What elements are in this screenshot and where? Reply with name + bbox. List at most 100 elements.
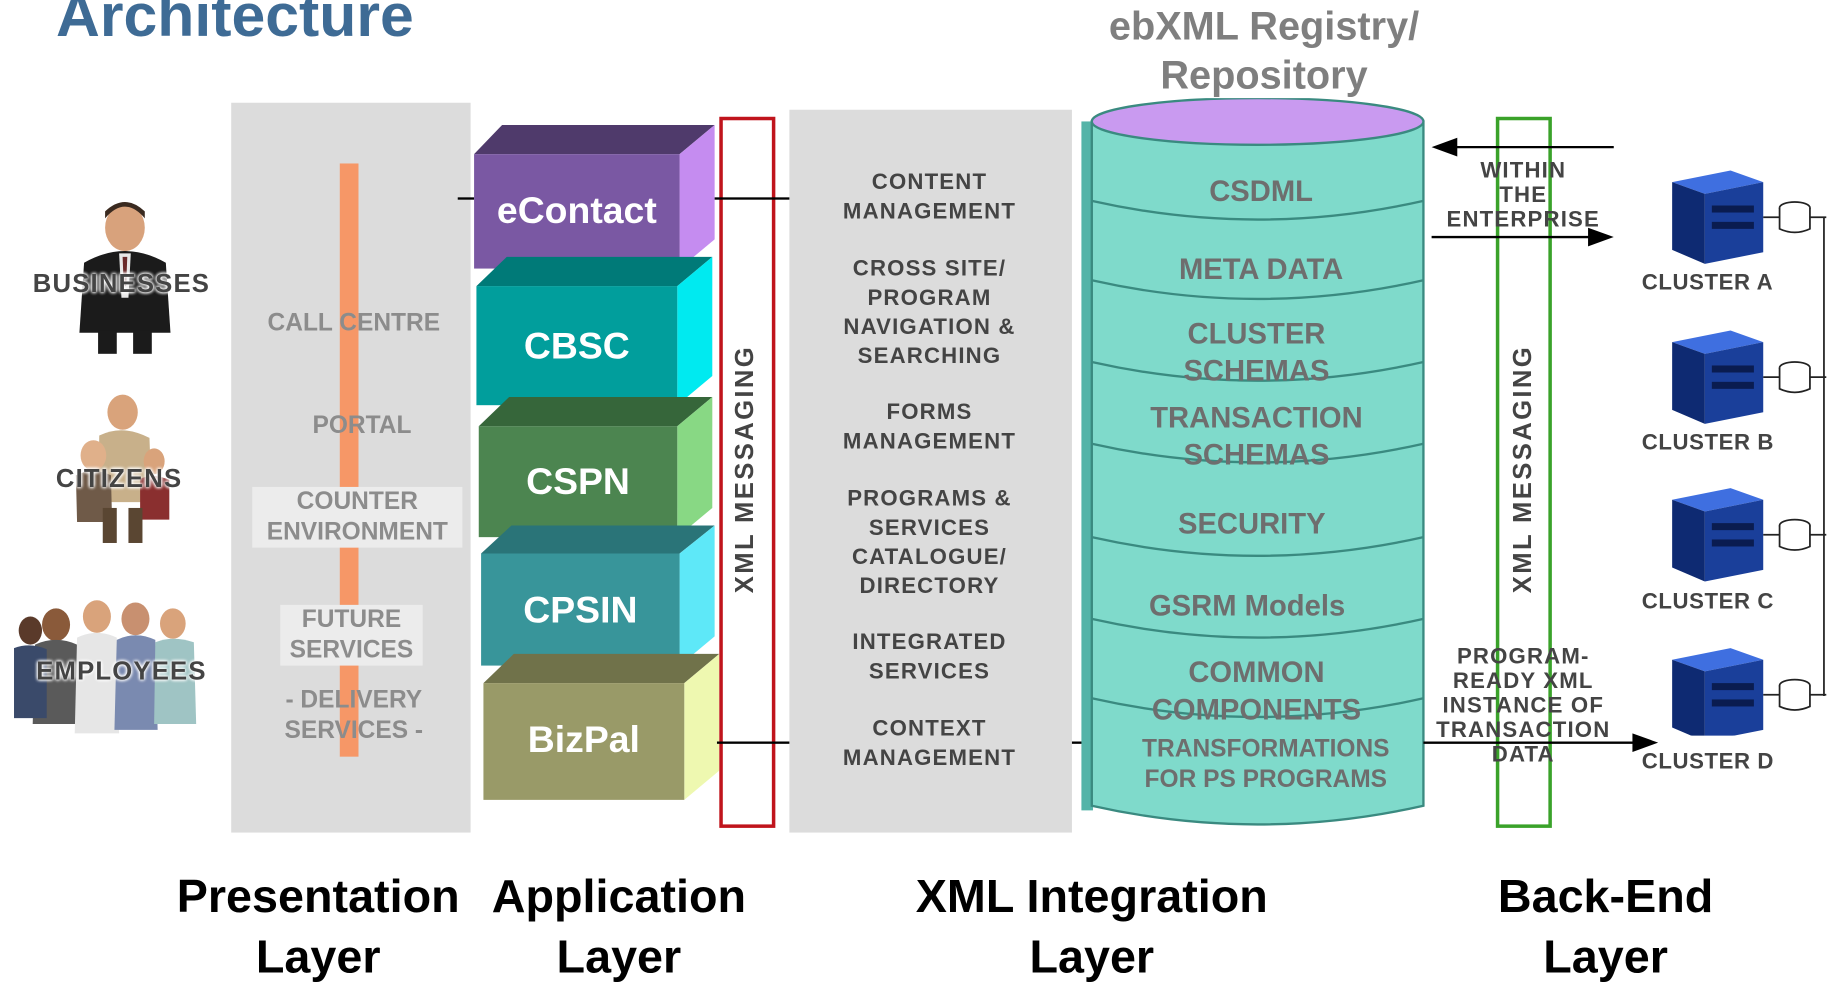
registry-title: ebXML Registry/ Repository (1108, 4, 1420, 99)
page-title: Architecture (56, 0, 414, 51)
businessman-figure (79, 202, 171, 354)
cluster-schemas-section: CLUSTER SCHEMAS (1093, 315, 1420, 390)
cluster-schemas-line1: CLUSTER (1187, 317, 1326, 351)
services-line: SERVICES (289, 636, 414, 664)
transaction-schemas-section: TRANSACTION SCHEMAS (1093, 399, 1420, 474)
transformations-line2: FOR PS PROGRAMS (1144, 766, 1388, 793)
application-layer-label: Application Layer (479, 866, 759, 987)
common-components-line2: COMPONENTS (1151, 693, 1362, 727)
programs-line2: SERVICES (868, 516, 991, 541)
integrated-line1: INTEGRATED (852, 630, 1007, 656)
channel-bar (339, 163, 359, 757)
future-line: FUTURE (301, 606, 402, 633)
security-section: SECURITY (1088, 506, 1415, 543)
programs-line4: DIRECTORY (859, 574, 1000, 600)
xml-messaging-label-left: XML MESSAGING (729, 344, 760, 594)
within-enterprise-note: WITHIN THE ENTERPRISE (1427, 159, 1620, 233)
forms-management-item: FORMS MANAGEMENT (789, 398, 1069, 456)
program-line2: READY XML (1452, 669, 1594, 694)
content-management-line2: MANAGEMENT (842, 199, 1017, 225)
cbsc-block: CBSC (523, 324, 630, 367)
presentation-layer-line2: Layer (255, 931, 381, 984)
content-management-item: CONTENT MANAGEMENT (789, 168, 1069, 226)
cross-site-item: CROSS SITE/ PROGRAM NAVIGATION & SEARCHI… (789, 255, 1069, 372)
counter-environment-label: COUNTER ENVIRONMENT (252, 486, 463, 548)
transaction-schemas-line1: TRANSACTION (1150, 401, 1363, 435)
program-ready-note: PROGRAM- READY XML INSTANCE OF TRANSACTI… (1415, 645, 1631, 768)
connector-presentation (457, 197, 475, 200)
context-line2: MANAGEMENT (842, 746, 1017, 771)
cross-site-line2: PROGRAM (867, 286, 992, 311)
gsrm-models-label: GSRM Models (1148, 589, 1346, 623)
cross-site-line4: SEARCHING (857, 344, 1002, 369)
integrated-line2: SERVICES (868, 659, 991, 685)
portal-label: PORTAL (312, 412, 412, 440)
cluster-a-label: CLUSTER A (1641, 270, 1774, 296)
within-line3: ENTERPRISE (1446, 207, 1600, 233)
call-centre-label: CALL CENTRE (267, 309, 441, 337)
employees-label: EMPLOYEES (36, 656, 207, 686)
programs-line3: CATALOGUE/ (851, 545, 1008, 570)
environment-line: ENVIRONMENT (266, 518, 448, 546)
cross-site-line3: NAVIGATION & (843, 315, 1016, 340)
delivery-services-label: - DELIVERY SERVICES - (255, 685, 454, 746)
delivery-line: - DELIVERY (285, 686, 423, 714)
security-label: SECURITY (1177, 507, 1326, 541)
backend-arrows (1423, 137, 1659, 752)
connector-econtact-xml (714, 197, 797, 200)
common-components-section: COMMON COMPONENTS (1093, 654, 1420, 729)
xml-messaging-bar-right (1495, 116, 1552, 828)
bizpal-block: BizPal (527, 718, 640, 761)
program-line1: PROGRAM- (1456, 644, 1590, 670)
cspn-block: CSPN (526, 460, 630, 503)
cross-site-line1: CROSS SITE/ (852, 256, 1007, 282)
back-end-layer-label: Back-End Layer (1483, 866, 1728, 987)
server-cluster-graphics (1671, 169, 1828, 736)
forms-line1: FORMS (886, 400, 973, 426)
cpsin-block: CPSIN (523, 588, 638, 631)
application-blocks (474, 124, 720, 800)
application-layer-line2: Layer (556, 931, 682, 984)
cluster-c-label: CLUSTER C (1641, 589, 1775, 615)
integrated-services-item: INTEGRATED SERVICES (789, 628, 1069, 686)
xml-integration-layer-line1: XML Integration (915, 871, 1268, 923)
econtact-block: eContact (496, 189, 657, 232)
program-line4: TRANSACTION (1436, 718, 1611, 743)
employees-figure (14, 600, 197, 734)
common-components-line1: COMMON (1188, 656, 1325, 689)
future-services-label: FUTURE SERVICES (280, 604, 423, 666)
context-line1: CONTEXT (872, 716, 987, 742)
xml-integration-panel (789, 109, 1072, 833)
programs-services-item: PROGRAMS & SERVICES CATALOGUE/ DIRECTORY (789, 485, 1069, 602)
program-line5: DATA (1491, 742, 1555, 768)
forms-line2: MANAGEMENT (842, 429, 1017, 455)
xml-integration-layer-label: XML Integration Layer (899, 866, 1284, 987)
program-line3: INSTANCE OF (1442, 693, 1605, 719)
citizens-label: CITIZENS (55, 463, 183, 493)
cluster-d-label: CLUSTER D (1641, 749, 1775, 775)
programs-line1: PROGRAMS & (847, 486, 1012, 512)
context-management-item: CONTEXT MANAGEMENT (789, 715, 1069, 773)
meta-data-label: META DATA (1178, 253, 1344, 287)
repository-cylinder (1081, 98, 1425, 826)
within-line1: WITHIN (1480, 158, 1567, 184)
within-line2: THE (1499, 183, 1548, 208)
xml-messaging-bar-left (719, 116, 776, 828)
back-end-layer-line1: Back-End (1497, 871, 1714, 923)
delivery-services-line: SERVICES - (284, 716, 424, 744)
presentation-layer-line1: Presentation (176, 871, 460, 923)
application-layer-line1: Application (491, 871, 747, 923)
cluster-b-label: CLUSTER B (1641, 430, 1775, 456)
csdml-label: CSDML (1209, 175, 1314, 208)
presentation-layer-label: Presentation Layer (169, 866, 467, 987)
cluster-schemas-line2: SCHEMAS (1183, 354, 1330, 388)
transaction-schemas-line2: SCHEMAS (1183, 439, 1330, 472)
transformations-line1: TRANSFORMATIONS (1142, 735, 1390, 763)
csdml-section: CSDML (1098, 173, 1425, 210)
back-end-layer-line2: Layer (1543, 931, 1668, 984)
transformations-section: TRANSFORMATIONS FOR PS PROGRAMS (1102, 734, 1429, 795)
content-management-line1: CONTENT (871, 170, 988, 196)
meta-data-section: META DATA (1098, 251, 1425, 288)
businesses-label: BUSINESSES (32, 268, 211, 298)
counter-line: COUNTER (296, 488, 418, 515)
